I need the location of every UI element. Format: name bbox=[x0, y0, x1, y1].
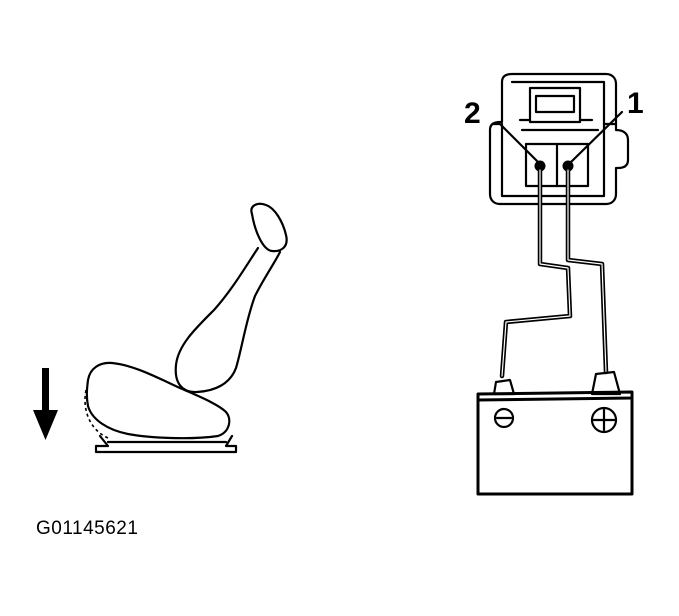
terminal-2-leader bbox=[491, 122, 540, 164]
connector-icon bbox=[488, 72, 630, 206]
battery-negative-symbol bbox=[493, 407, 515, 429]
battery-body bbox=[476, 396, 634, 496]
test-leads bbox=[499, 167, 609, 379]
seat-headrest bbox=[250, 202, 288, 253]
connector-housing-inner bbox=[500, 80, 618, 198]
terminal-2-pin bbox=[534, 160, 546, 172]
battery-negative-post bbox=[492, 378, 516, 396]
battery-icon bbox=[476, 370, 634, 496]
terminal-1-label: 1 bbox=[627, 87, 644, 120]
connector-housing-outer bbox=[488, 72, 630, 206]
lead-terminal-1-to-positive bbox=[565, 167, 609, 375]
terminal-1-leader bbox=[569, 110, 624, 164]
seat-cushion bbox=[85, 361, 231, 440]
seat-icon bbox=[84, 202, 288, 454]
terminal-1-pin bbox=[562, 160, 574, 172]
seat-rail bbox=[94, 434, 238, 454]
battery-positive-symbol bbox=[590, 406, 618, 434]
lead-terminal-2-to-negative bbox=[499, 167, 573, 379]
terminal-2-label: 2 bbox=[464, 97, 481, 130]
battery-positive-post bbox=[590, 370, 622, 396]
seat-cushion-shadow bbox=[84, 389, 109, 439]
connector-lock-tab bbox=[528, 86, 582, 124]
arrow-down-icon bbox=[33, 368, 58, 440]
figure-code: G01145621 bbox=[36, 518, 139, 539]
seat-backrest bbox=[174, 246, 282, 394]
